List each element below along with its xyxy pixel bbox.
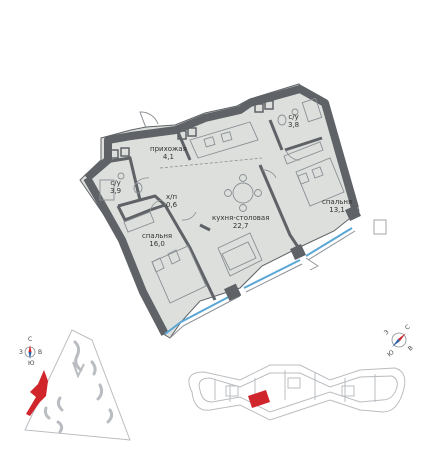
- building-core: [287, 377, 301, 389]
- site-building: [43, 340, 114, 434]
- room-area: 13,1: [329, 206, 345, 214]
- compass-left-west: З: [19, 349, 23, 356]
- apartment-plan: [79, 83, 387, 339]
- site-highlight: [26, 370, 48, 416]
- bath-right-fixtures: [277, 97, 323, 126]
- room-label-closet: х/п 0,6: [166, 193, 177, 209]
- compass-left-needle: [28, 345, 32, 352]
- compass-right-ring: [391, 332, 407, 348]
- building-minimap: [188, 364, 406, 421]
- site-minimap: [24, 329, 131, 441]
- building-outline: [188, 364, 406, 421]
- interior-wall: [176, 131, 192, 161]
- room-area: 4,1: [162, 153, 174, 161]
- wardrobe-right: [283, 141, 324, 165]
- interior-wall: [258, 164, 302, 251]
- room-area: 3,8: [288, 121, 300, 129]
- interior-wall: [104, 156, 142, 208]
- room-label-bedroom-left: спальня 16,0: [142, 232, 172, 248]
- window-line: [164, 291, 239, 335]
- interior-wall: [199, 223, 211, 232]
- wardrobe-left: [123, 211, 155, 233]
- door-arc: [149, 199, 163, 213]
- building-core: [341, 385, 355, 397]
- compass-left-needle: [28, 352, 32, 359]
- room-name: спальня: [142, 232, 173, 240]
- kitchen-counter: [189, 121, 259, 159]
- room-label-bedroom-right: спальня 13,1: [322, 198, 352, 214]
- shaft: [109, 149, 119, 159]
- bed-left: [151, 245, 207, 304]
- interior-wall: [163, 204, 217, 301]
- balcony-outline: [305, 257, 319, 271]
- room-label-kitchen-living: кухня-столовая 22,7: [212, 214, 269, 230]
- balcony-outline: [373, 219, 387, 235]
- compass-right: [391, 332, 407, 348]
- room-name: х/п: [166, 193, 178, 201]
- compass-right-needle: [392, 339, 400, 347]
- zone-divider: [159, 157, 263, 169]
- compass-right-needle: [398, 333, 406, 341]
- door-arc: [285, 149, 301, 161]
- site-outline: [24, 329, 131, 441]
- door-arc: [261, 169, 277, 179]
- room-area: 22,7: [232, 222, 249, 230]
- interior-wall: [139, 194, 167, 207]
- entrance-door: [139, 111, 159, 129]
- door-arc: [181, 211, 197, 221]
- room-area: 3,9: [110, 187, 122, 195]
- room-label-hall: прихожая 4,1: [150, 145, 187, 161]
- shaft: [254, 103, 264, 113]
- shaft: [187, 127, 197, 137]
- building-highlight: [248, 390, 270, 408]
- room-name: прихожая: [150, 145, 187, 153]
- bed-right: [295, 157, 345, 207]
- dining-table: [224, 174, 262, 212]
- outer-wall-left: [83, 176, 169, 336]
- sofa: [217, 232, 263, 277]
- window-line: [243, 259, 301, 289]
- shaft: [177, 130, 187, 140]
- bath-left-fixtures: [99, 172, 143, 201]
- building-units: [214, 370, 376, 402]
- building-core: [225, 385, 239, 397]
- shaft: [120, 147, 130, 157]
- column: [224, 283, 242, 301]
- room-label-bath-left: с/у 3,9: [110, 179, 121, 195]
- room-name: с/у: [110, 179, 121, 187]
- building-outline-inner: [198, 372, 398, 413]
- interior-wall: [268, 119, 284, 151]
- room-name: спальня: [322, 198, 353, 206]
- compass-left-north: С: [28, 336, 33, 343]
- room-name: кухня-столовая: [212, 214, 270, 222]
- window-line: [305, 227, 353, 257]
- room-label-bath-right: с/у 3,8: [288, 113, 299, 129]
- room-name: с/у: [288, 113, 299, 121]
- column: [345, 205, 361, 221]
- window-frame: [245, 263, 303, 293]
- column: [290, 244, 306, 260]
- site-marker: [72, 361, 85, 379]
- room-area: 0,6: [166, 201, 178, 209]
- compass-left-east: В: [38, 349, 43, 356]
- window-frame: [307, 230, 356, 261]
- interior-wall: [116, 203, 166, 222]
- window-frame: [169, 295, 241, 339]
- room-area: 16,0: [149, 240, 165, 248]
- compass-left-south: Ю: [28, 360, 35, 367]
- interior-wall: [284, 136, 323, 152]
- shaft: [264, 100, 274, 110]
- outer-wall: [84, 85, 359, 210]
